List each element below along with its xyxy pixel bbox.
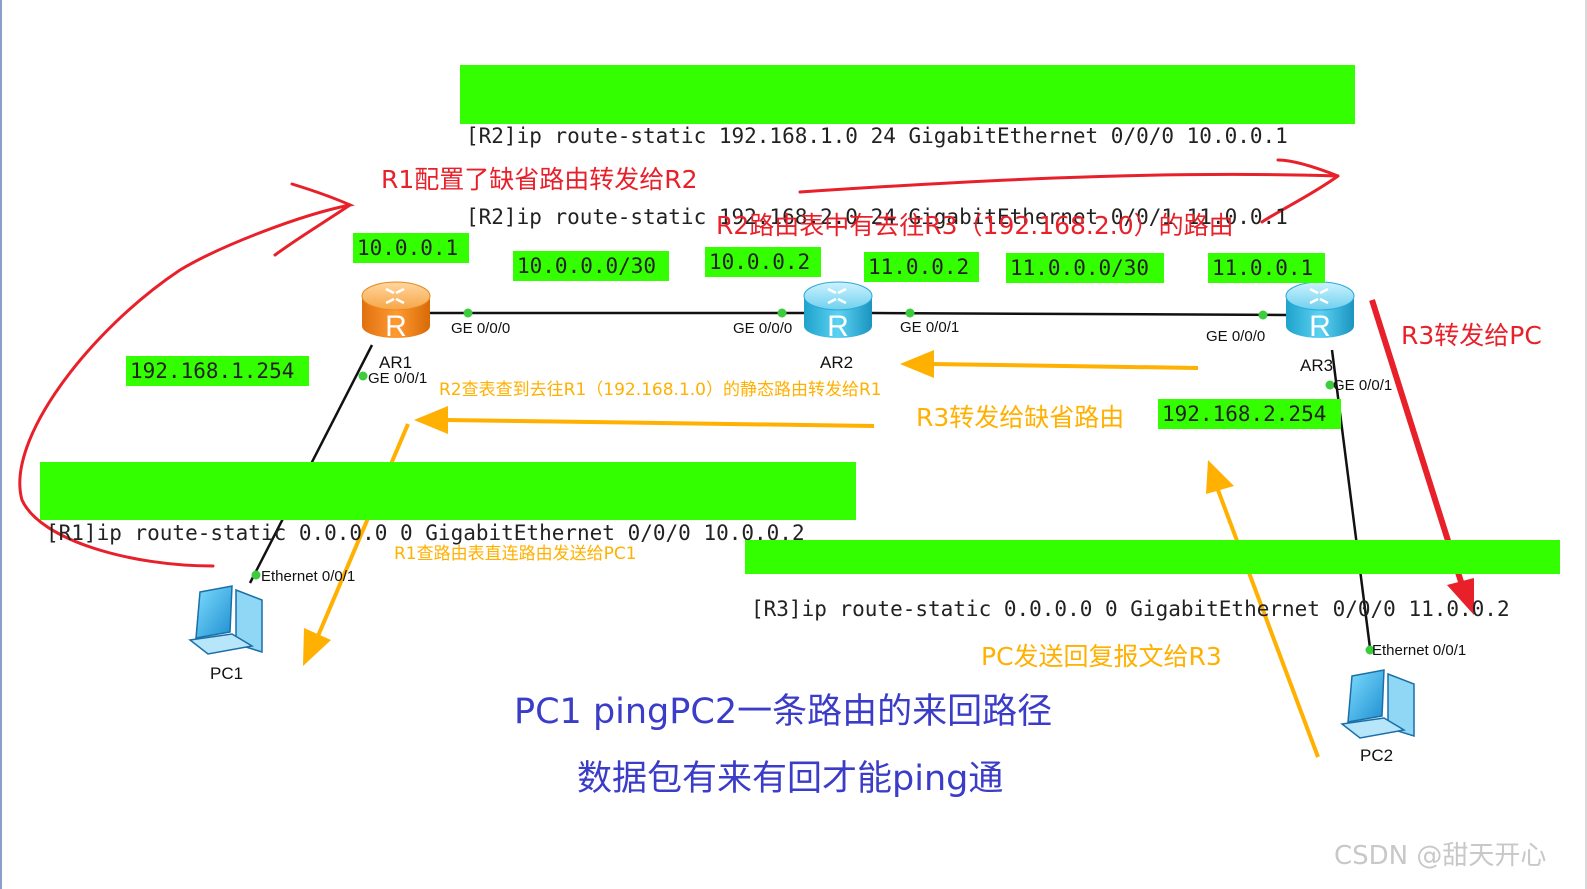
- port-label: Ethernet 0/0/1: [261, 568, 356, 585]
- orange-arrow: [303, 423, 410, 666]
- ip-label: 10.0.0.0/30: [513, 251, 669, 281]
- ip-label: 192.168.1.254: [126, 356, 309, 386]
- annotation-r3-to-pc: R3转发给PC: [1401, 321, 1542, 350]
- diagram-title: PC1 pingPC2一条路由的来回路径: [514, 692, 1053, 732]
- annotation-r3-default: R3转发给缺省路由: [916, 403, 1125, 432]
- orange-arrow: [414, 406, 875, 434]
- port-dot: [358, 371, 368, 381]
- port-dot: [463, 308, 473, 318]
- svg-text:R: R: [1309, 310, 1331, 343]
- port-label: GE 0/0/1: [1333, 377, 1393, 394]
- port-dot: [1365, 645, 1375, 655]
- orange-arrow: [1206, 460, 1320, 758]
- device-label-ar2: AR2: [820, 353, 854, 372]
- ip-label: 10.0.0.2: [705, 247, 821, 277]
- port-dot: [777, 308, 787, 318]
- annotation-r1-default-route: R1配置了缺省路由转发给R2: [381, 165, 698, 194]
- router-icon[interactable]: R: [803, 281, 873, 343]
- annotation-pc-reply: PC发送回复报文给R3: [981, 642, 1222, 671]
- device-label-pc1: PC1: [210, 664, 244, 683]
- orange-arrow: [900, 350, 1199, 378]
- svg-text:R: R: [827, 310, 849, 343]
- watermark: CSDN @甜天开心: [1334, 841, 1547, 871]
- device-label-pc2: PC2: [1360, 746, 1394, 765]
- svg-text:R: R: [385, 310, 407, 343]
- command-line: [R2]ip route-static 192.168.2.0 24 Gigab…: [466, 205, 1288, 229]
- port-label: Ethernet 0/0/1: [1372, 642, 1467, 659]
- device-label-ar3: AR3: [1300, 356, 1334, 375]
- red-route-arrow: [798, 158, 1340, 224]
- port-label: GE 0/0/0: [451, 320, 511, 337]
- ip-label: 192.168.2.254: [1158, 399, 1341, 429]
- command-line: [R2]ip route-static 192.168.1.0 24 Gigab…: [466, 124, 1288, 148]
- annotation-r2-route-table: R2路由表中有去往R3（192.168.2.0）的路由: [716, 211, 1234, 240]
- command-line: [R3]ip route-static 0.0.0.0 0 GigabitEth…: [751, 597, 1510, 621]
- r3-static-route-command: [R3]ip route-static 0.0.0.0 0 GigabitEth…: [745, 540, 1560, 621]
- port-label: GE 0/0/0: [733, 320, 793, 337]
- command-line: [R1]ip route-static 0.0.0.0 0 GigabitEth…: [46, 521, 805, 545]
- annotation-r2-lookup: R2查表查到去往R1（192.168.1.0）的静态路由转发给R1: [439, 380, 882, 400]
- diagram-subtitle: 数据包有来有回才能ping通: [577, 759, 1004, 799]
- r2-static-route-commands: [R2]ip route-static 192.168.1.0 24 Gigab…: [460, 65, 1355, 229]
- pc-icon[interactable]: [1340, 669, 1415, 739]
- link-ar2-ar3: [871, 311, 1288, 317]
- device-label-ar1: AR1: [379, 353, 413, 372]
- annotation-r1-direct: R1查路由表直连路由发送给PC1: [394, 544, 637, 564]
- ip-label: 10.0.0.1: [353, 233, 469, 263]
- port-dot: [1258, 310, 1268, 320]
- red-route-arrow: [18, 182, 355, 568]
- router-icon[interactable]: R: [1285, 281, 1355, 343]
- r1-static-route-command: [R1]ip route-static 0.0.0.0 0 GigabitEth…: [40, 462, 856, 545]
- pc-icon[interactable]: [188, 585, 263, 655]
- red-arrow: [1369, 299, 1474, 615]
- port-dot: [1325, 380, 1335, 390]
- router-icon[interactable]: R: [361, 281, 431, 343]
- ip-label: 11.0.0.2: [864, 252, 979, 282]
- ip-label: 11.0.0.1: [1208, 253, 1325, 283]
- ip-label: 11.0.0.0/30: [1006, 253, 1164, 283]
- port-dot: [251, 570, 261, 580]
- port-label: GE 0/0/0: [1206, 328, 1266, 345]
- port-dot: [905, 308, 915, 318]
- port-label: GE 0/0/1: [900, 319, 960, 336]
- port-label: GE 0/0/1: [368, 370, 428, 387]
